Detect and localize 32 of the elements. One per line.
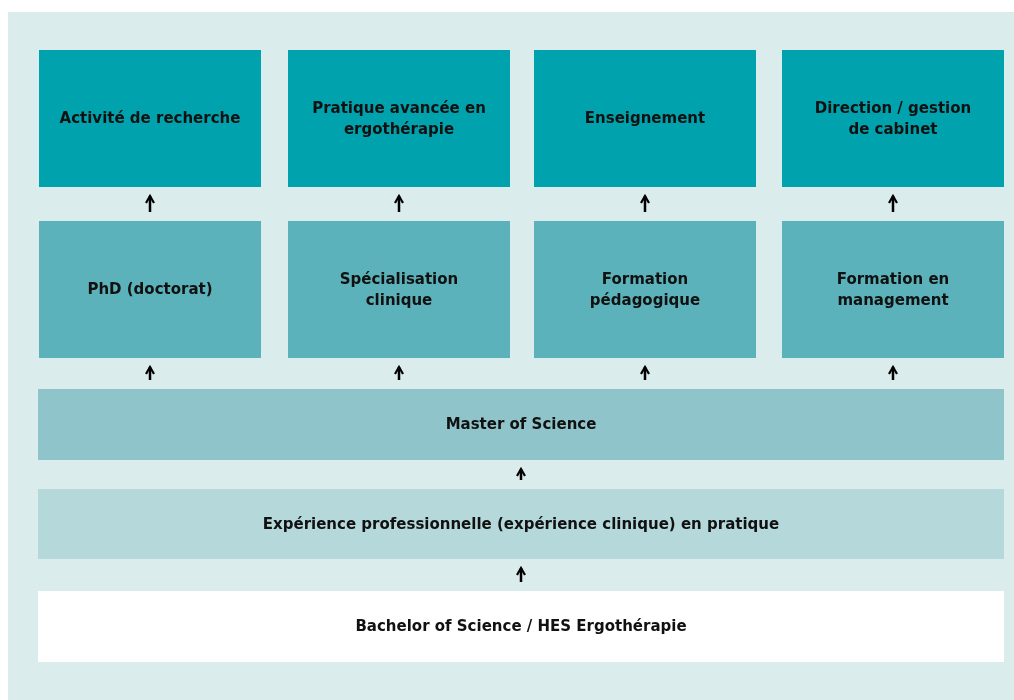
stage-label: Master of Science: [445, 414, 597, 435]
stage-label: Spécialisation clinique: [338, 268, 460, 311]
arrow: [515, 467, 527, 480]
stage-label: Activité de recherche: [59, 108, 241, 129]
arrow: [887, 194, 899, 212]
arrow: [887, 365, 899, 380]
stage-box: [534, 50, 756, 187]
arrow: [639, 194, 651, 212]
stage-box: [782, 221, 1004, 358]
stage-box: [38, 489, 1004, 559]
stage-label: PhD (doctorat): [87, 279, 213, 300]
stage-label: Bachelor of Science / HES Ergothérapie: [355, 616, 687, 637]
arrow: [144, 194, 156, 212]
stage-label: Direction / gestion de cabinet: [813, 97, 973, 140]
stage-label: Formation en management: [835, 268, 951, 311]
stage-box: [38, 389, 1004, 460]
arrow: [639, 365, 651, 380]
stage-box: [534, 221, 756, 358]
arrow: [393, 194, 405, 212]
stage-label: Expérience professionnelle (expérience clinique) en pratique: [262, 513, 780, 535]
stage-label: Enseignement: [584, 108, 706, 129]
stage-box: [38, 591, 1004, 662]
arrow: [144, 365, 156, 380]
stage-label: Formation pédagogique: [588, 268, 702, 311]
stage-box: [288, 221, 510, 358]
arrow: [393, 365, 405, 380]
stage-box: [39, 221, 261, 358]
stage-box: [782, 50, 1004, 187]
stage-label: Pratique avancée en ergothérapie: [311, 97, 487, 140]
stage-box: [288, 50, 510, 187]
arrow: [515, 566, 527, 582]
stage-box: [39, 50, 261, 187]
